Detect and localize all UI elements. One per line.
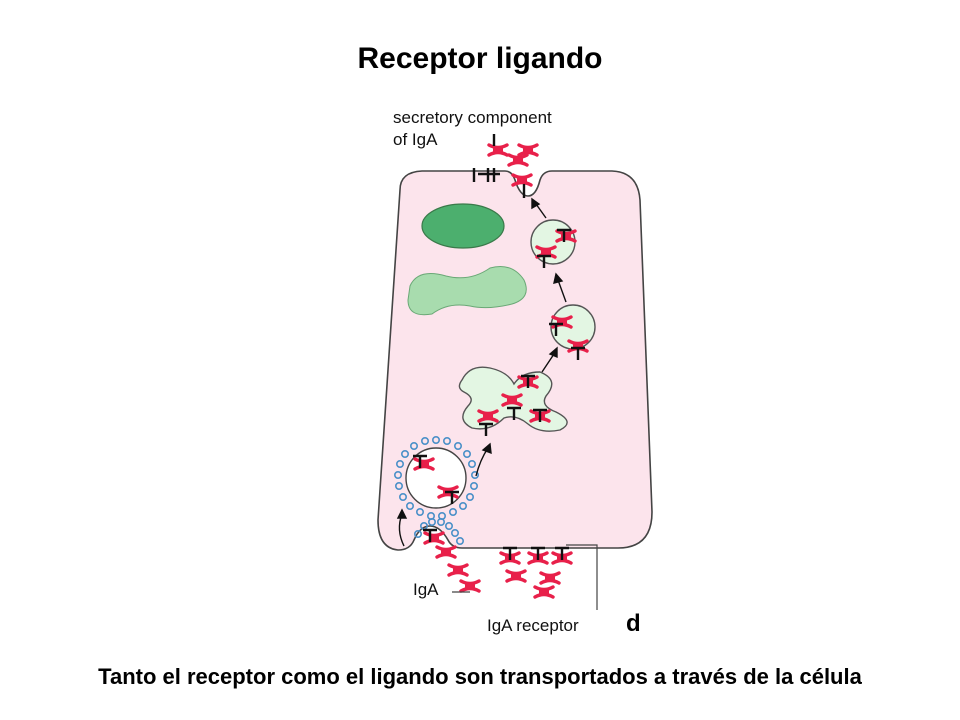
transport-arrows — [396, 197, 567, 547]
iga-receptors — [411, 134, 587, 562]
transcytosis-diagram — [377, 134, 653, 610]
page-title: Receptor ligando — [357, 42, 603, 75]
caption: Tanto el receptor como el ligando son tr… — [98, 664, 862, 689]
nucleus-dark — [421, 203, 505, 249]
iga-receptor-leader-line — [566, 544, 598, 610]
iga-label: IgA — [413, 580, 439, 599]
panel-letter: d — [626, 610, 641, 637]
iga-receptor-label: IgA receptor — [487, 616, 579, 635]
golgi-organelle — [407, 266, 527, 316]
secretory-component-label-line2: of IgA — [393, 130, 438, 149]
secretory-component-label-line1: secretory component — [393, 108, 552, 127]
